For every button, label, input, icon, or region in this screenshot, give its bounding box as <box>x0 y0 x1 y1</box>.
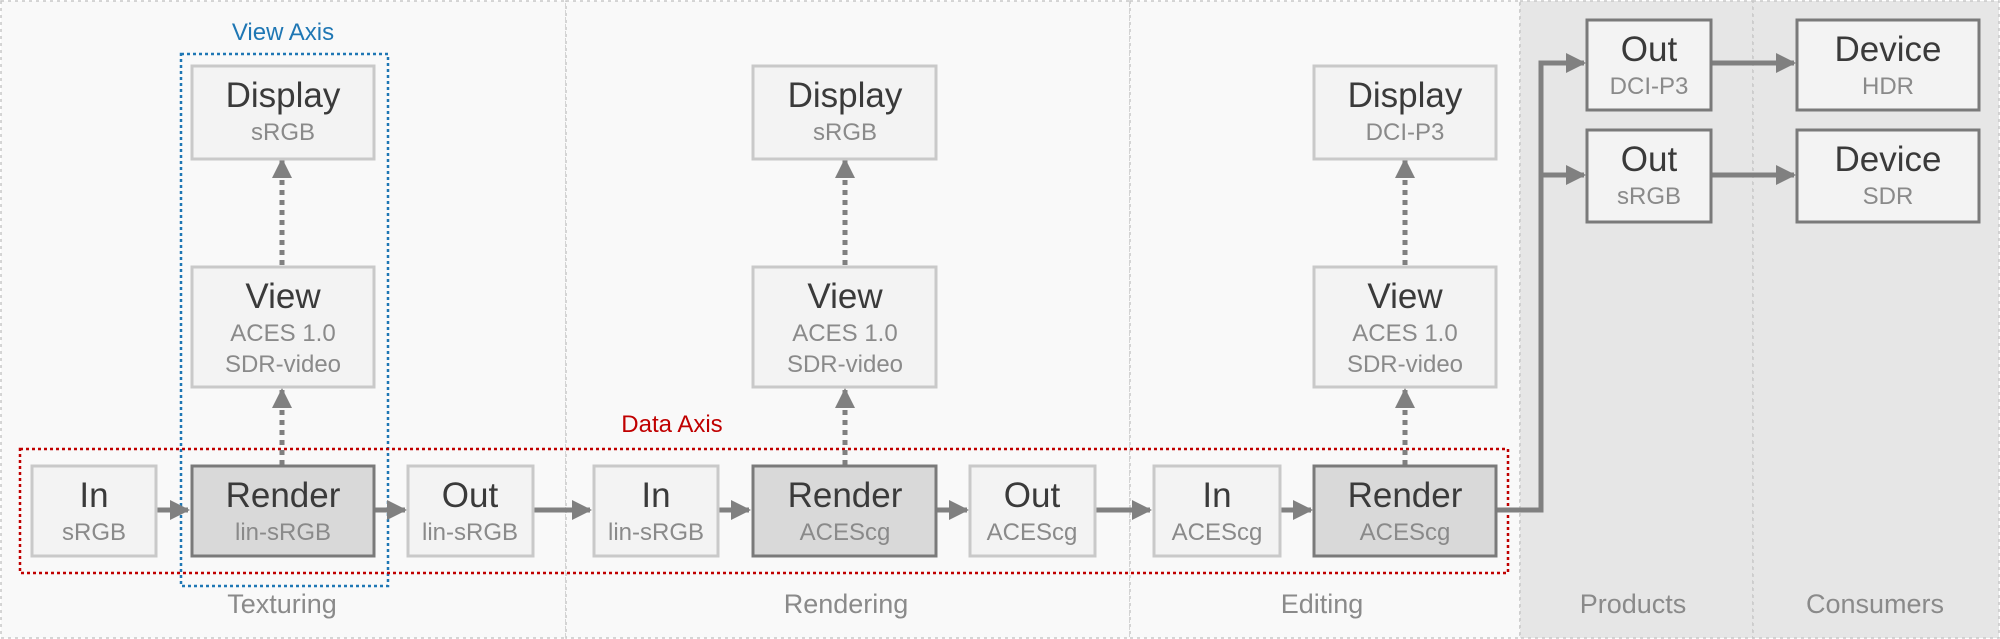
section-label-products: Products <box>1580 589 1687 619</box>
box-title: In <box>79 476 108 515</box>
view-axis-frame <box>179 52 390 588</box>
box-title: Display <box>1348 76 1463 115</box>
box-title: Render <box>226 476 341 515</box>
box-subtitle: DCI-P3 <box>1366 119 1445 146</box>
box-subtitle: ACEScg <box>1172 519 1263 546</box>
box-subtitle-2: SDR-video <box>225 351 341 378</box>
products-out-srgb-box: Out sRGB <box>1585 128 1713 224</box>
section-label-rendering: Rendering <box>784 589 909 619</box>
editing-in-box: In ACEScg <box>1152 464 1282 558</box>
box-subtitle-2: SDR-video <box>1347 351 1463 378</box>
box-subtitle: ACES 1.0 <box>792 320 897 347</box>
box-subtitle: lin-sRGB <box>608 519 704 546</box>
box-title: Device <box>1835 140 1942 179</box>
box-subtitle: DCI-P3 <box>1610 73 1689 100</box>
section-label-texturing: Texturing <box>227 589 337 619</box>
box-title: Out <box>1621 30 1678 69</box>
view-arrows <box>272 158 1415 465</box>
texturing-display-box: Display sRGB <box>190 64 376 161</box>
rendering-view-box: View ACES 1.0 SDR-video <box>751 265 938 389</box>
box-title: In <box>641 476 670 515</box>
box-title: Display <box>226 76 341 115</box>
box-title: Out <box>1004 476 1061 515</box>
box-subtitle: sRGB <box>1617 183 1681 210</box>
box-subtitle: sRGB <box>813 119 877 146</box>
box-title: Out <box>1621 140 1678 179</box>
box-title: Display <box>788 76 903 115</box>
box-title: Device <box>1835 30 1942 69</box>
data-arrows <box>157 53 1796 520</box>
texturing-in-box: In sRGB <box>30 464 158 558</box>
data-axis-label: Data Axis <box>621 411 722 438</box>
box-title: Out <box>442 476 499 515</box>
box-subtitle: ACES 1.0 <box>230 320 335 347</box>
editing-render-box: Render ACEScg <box>1312 464 1498 558</box>
box-title: View <box>807 277 883 316</box>
texturing-out-box: Out lin-sRGB <box>406 464 535 558</box>
editing-display-box: Display DCI-P3 <box>1312 64 1498 161</box>
box-subtitle: ACEScg <box>1360 519 1451 546</box>
box-subtitle: ACEScg <box>987 519 1078 546</box>
consumers-device-hdr-box: Device HDR <box>1795 18 1981 112</box>
box-title: View <box>245 277 321 316</box>
box-subtitle-2: SDR-video <box>787 351 903 378</box>
box-subtitle: SDR <box>1863 183 1914 210</box>
rendering-out-box: Out ACEScg <box>968 464 1097 558</box>
texturing-view-box: View ACES 1.0 SDR-video <box>190 265 376 389</box>
box-subtitle: lin-sRGB <box>422 519 518 546</box>
box-subtitle: sRGB <box>251 119 315 146</box>
arrow-editing-to-out-dci <box>1497 53 1586 513</box>
box-title: View <box>1367 277 1443 316</box>
section-label-consumers: Consumers <box>1806 589 1944 619</box>
editing-view-box: View ACES 1.0 SDR-video <box>1312 265 1498 389</box>
box-subtitle: ACES 1.0 <box>1352 320 1457 347</box>
box-subtitle: HDR <box>1862 73 1914 100</box>
box-title: Render <box>788 476 903 515</box>
texturing-render-box: Render lin-sRGB <box>190 464 376 558</box>
rendering-render-box: Render ACEScg <box>751 464 938 558</box>
box-title: In <box>1202 476 1231 515</box>
section-label-editing: Editing <box>1281 589 1364 619</box>
rendering-display-box: Display sRGB <box>751 64 938 161</box>
products-out-dci-box: Out DCI-P3 <box>1585 18 1713 112</box>
box-subtitle: sRGB <box>62 519 126 546</box>
consumers-device-sdr-box: Device SDR <box>1795 128 1981 224</box>
view-axis-label: View Axis <box>232 19 334 46</box>
box-title: Render <box>1348 476 1463 515</box>
box-subtitle: lin-sRGB <box>235 519 331 546</box>
box-subtitle: ACEScg <box>800 519 891 546</box>
rendering-in-box: In lin-sRGB <box>592 464 720 558</box>
